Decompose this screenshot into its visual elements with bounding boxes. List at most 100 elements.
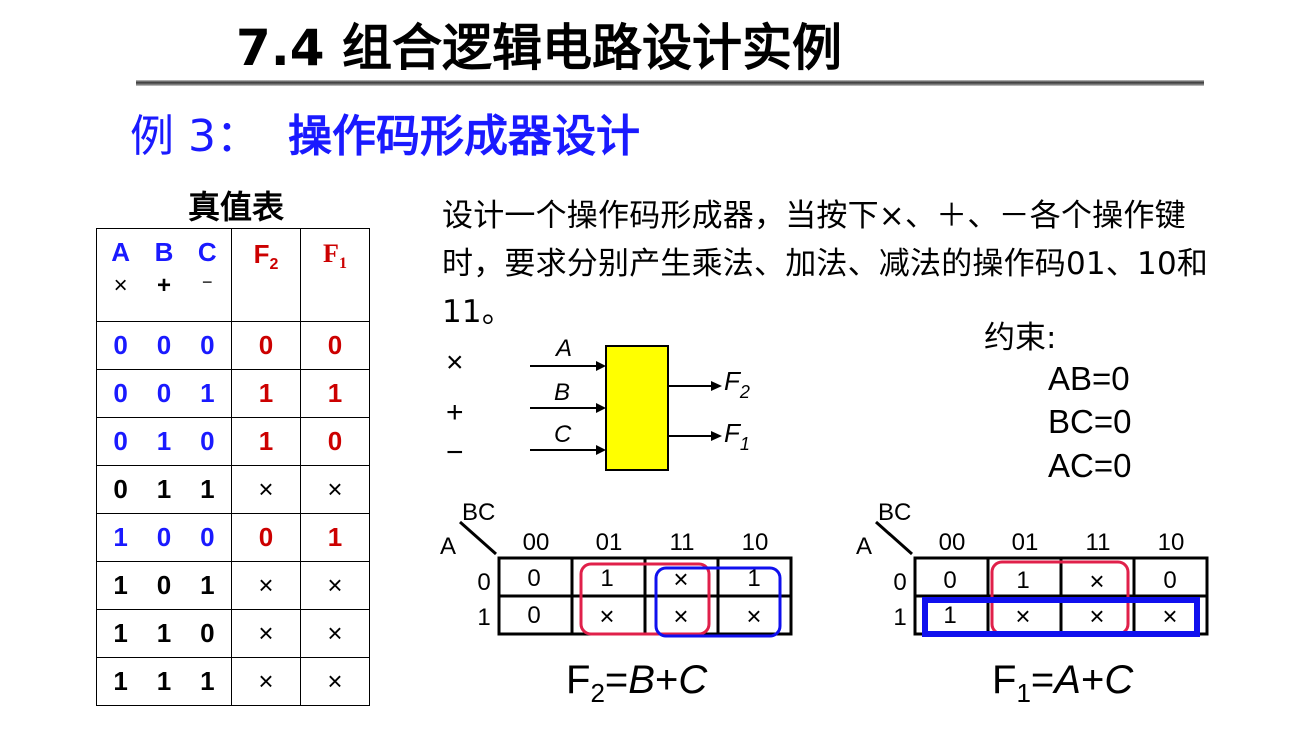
input-value: 0 (113, 474, 128, 504)
output-f2: × (231, 609, 301, 658)
kmap-row-var: A (440, 533, 456, 560)
kmap-group-c (654, 566, 782, 638)
input-value: 0 (200, 522, 215, 552)
input-value: 1 (113, 618, 128, 648)
arrow-c (596, 445, 606, 455)
kmap-cell: 0 (527, 602, 540, 629)
input-value: 0 (156, 378, 172, 408)
symbol-minus: − (202, 272, 213, 292)
constraint-bc: BC=0 (1048, 403, 1132, 440)
input-value: 1 (113, 570, 128, 600)
kmap-cell: × (746, 601, 761, 631)
symbol-multiply: × (113, 272, 128, 299)
kmap-cell: 0 (1163, 567, 1176, 594)
kmap-f2: BC A 00 01 11 10 0 1 0 1 × 1 0 × × × (440, 499, 793, 638)
kmap-col-var: BC (878, 499, 911, 526)
kmap-cell: × (673, 601, 688, 631)
input-value: 0 (156, 522, 172, 552)
input-value: 1 (200, 570, 215, 600)
input-value: 1 (200, 474, 215, 504)
output-f1: 0 (300, 417, 370, 466)
input-value: 0 (200, 426, 215, 456)
input-value: 0 (200, 330, 215, 360)
problem-statement: 设计一个操作码形成器，当按下×、＋、－各个操作键时，要求分别产生乘法、加法、减法… (442, 198, 1209, 330)
input-value: 0 (113, 378, 128, 408)
kmap-group-b (579, 562, 711, 636)
output-f2: × (231, 561, 301, 610)
input-value: 1 (156, 666, 172, 696)
input-value: 0 (156, 570, 172, 600)
kmap-cell: 1 (747, 565, 760, 592)
output-f1: 1 (300, 369, 370, 418)
output-f1: 0 (300, 321, 370, 370)
kmap-cell: × (1089, 601, 1104, 631)
kmap-row-label: 0 (477, 569, 490, 596)
input-label-b: B (554, 379, 570, 406)
output-f1: × (300, 657, 370, 706)
arrow-a (596, 361, 606, 371)
kmap-f1: BC A 00 01 11 10 0 1 0 1 × 0 1 × × × (856, 499, 1209, 637)
header-c: C (197, 237, 217, 267)
formula-f2: F2=B+C (566, 658, 708, 708)
kmap-col-label: 00 (939, 529, 966, 556)
header-f2: F2 (231, 228, 301, 322)
kmap-group-a (922, 597, 1200, 637)
input-value: 0 (200, 618, 215, 648)
symbol-plus: + (156, 272, 171, 299)
kmap-col-label: 11 (670, 529, 695, 556)
input-value: 1 (200, 666, 215, 696)
kmap-cell: × (1015, 601, 1030, 631)
kmap-row-label: 0 (893, 569, 906, 596)
kmap-col-label: 10 (742, 529, 769, 556)
output-f1: 1 (300, 513, 370, 562)
encoder-block (605, 345, 669, 471)
input-value: 1 (113, 522, 128, 552)
output-f2: 0 (231, 513, 301, 562)
example-title: 操作码形成器设计 (287, 111, 640, 162)
key-plus: + (446, 396, 464, 429)
truth-table-header-row: A B C × + − F2 F1 (96, 228, 370, 322)
constraint-ac: AC=0 (1048, 447, 1132, 484)
arrow-b (596, 403, 606, 413)
kmap-cell: 0 (943, 567, 956, 594)
input-header-cell: A B C × + − (96, 228, 232, 322)
arrow-f1 (711, 431, 722, 441)
constraints-label: 约束: (984, 320, 1057, 356)
kmap-col-var: BC (462, 499, 495, 526)
kmap-cell: 1 (1016, 567, 1029, 594)
kmap-col-label: 11 (1086, 529, 1111, 556)
input-label-c: C (554, 421, 572, 448)
key-minus: − (446, 436, 464, 469)
input-value: 1 (156, 474, 172, 504)
kmap-col-label: 00 (523, 529, 550, 556)
header-b: B (154, 237, 174, 267)
kmap-cell: × (599, 601, 614, 631)
input-value: 1 (200, 378, 215, 408)
kmap-corner-diagonal (459, 520, 497, 556)
output-f2: × (231, 657, 301, 706)
example-heading: 例 3：操作码形成器设计 (130, 108, 640, 166)
key-multiply: × (446, 346, 464, 379)
kmap-cell: × (1089, 566, 1104, 596)
kmap-cell: 1 (600, 565, 613, 592)
formula-f1: F1=A+C (992, 658, 1134, 708)
kmap-cell: 1 (943, 602, 956, 629)
output-f2: × (231, 465, 301, 514)
output-f1: × (300, 465, 370, 514)
input-value: 0 (113, 330, 128, 360)
output-f1: × (300, 561, 370, 610)
kmap-col-label: 01 (596, 529, 623, 556)
